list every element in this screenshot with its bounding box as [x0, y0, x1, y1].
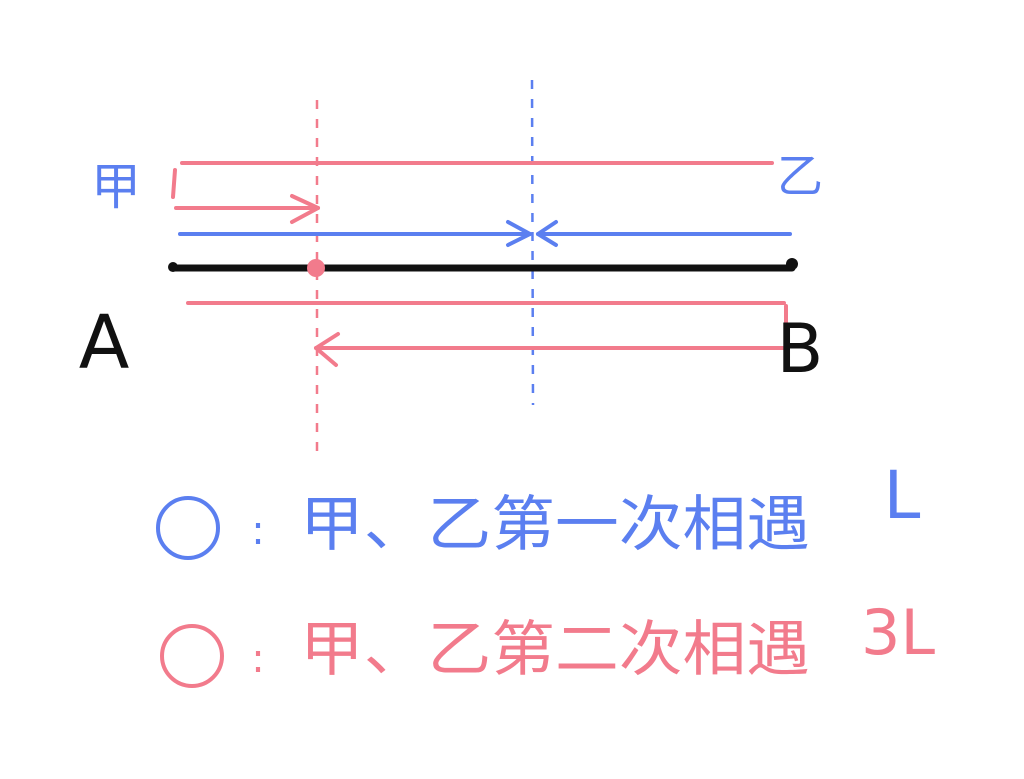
- second-meeting-dot: [307, 259, 325, 277]
- legend-second-meeting: : 甲、乙第二次相遇 3L: [160, 596, 935, 688]
- point-a-label: A: [79, 300, 130, 386]
- yi-first-meeting-arrow: [536, 220, 792, 247]
- legend-first-meeting: : 甲、乙第一次相遇 L: [156, 457, 921, 560]
- legend-blue-circle: [156, 496, 220, 560]
- legend-first-distance: L: [884, 457, 921, 534]
- yi-label: 乙: [777, 149, 823, 203]
- legend-first-separator: :: [251, 508, 264, 554]
- jia-start-tick: [171, 168, 177, 199]
- yi-return-arrow: [314, 332, 788, 367]
- legend-second-distance: 3L: [861, 596, 935, 669]
- legend-second-text: 甲、乙第二次相遇: [300, 615, 810, 685]
- point-b-label: B: [777, 310, 824, 389]
- legend-first-text: 甲、乙第一次相遇: [300, 490, 810, 560]
- jia-first-meeting-arrow: [178, 220, 532, 247]
- jia-label: 甲: [91, 158, 141, 216]
- first-meeting-guide: [530, 79, 535, 406]
- legend-pink-circle: [160, 624, 224, 688]
- point-a-dot: [168, 262, 178, 272]
- point-b-dot: [786, 258, 798, 270]
- legend-second-separator: :: [251, 636, 264, 682]
- jia-partial-arrow: [174, 194, 320, 224]
